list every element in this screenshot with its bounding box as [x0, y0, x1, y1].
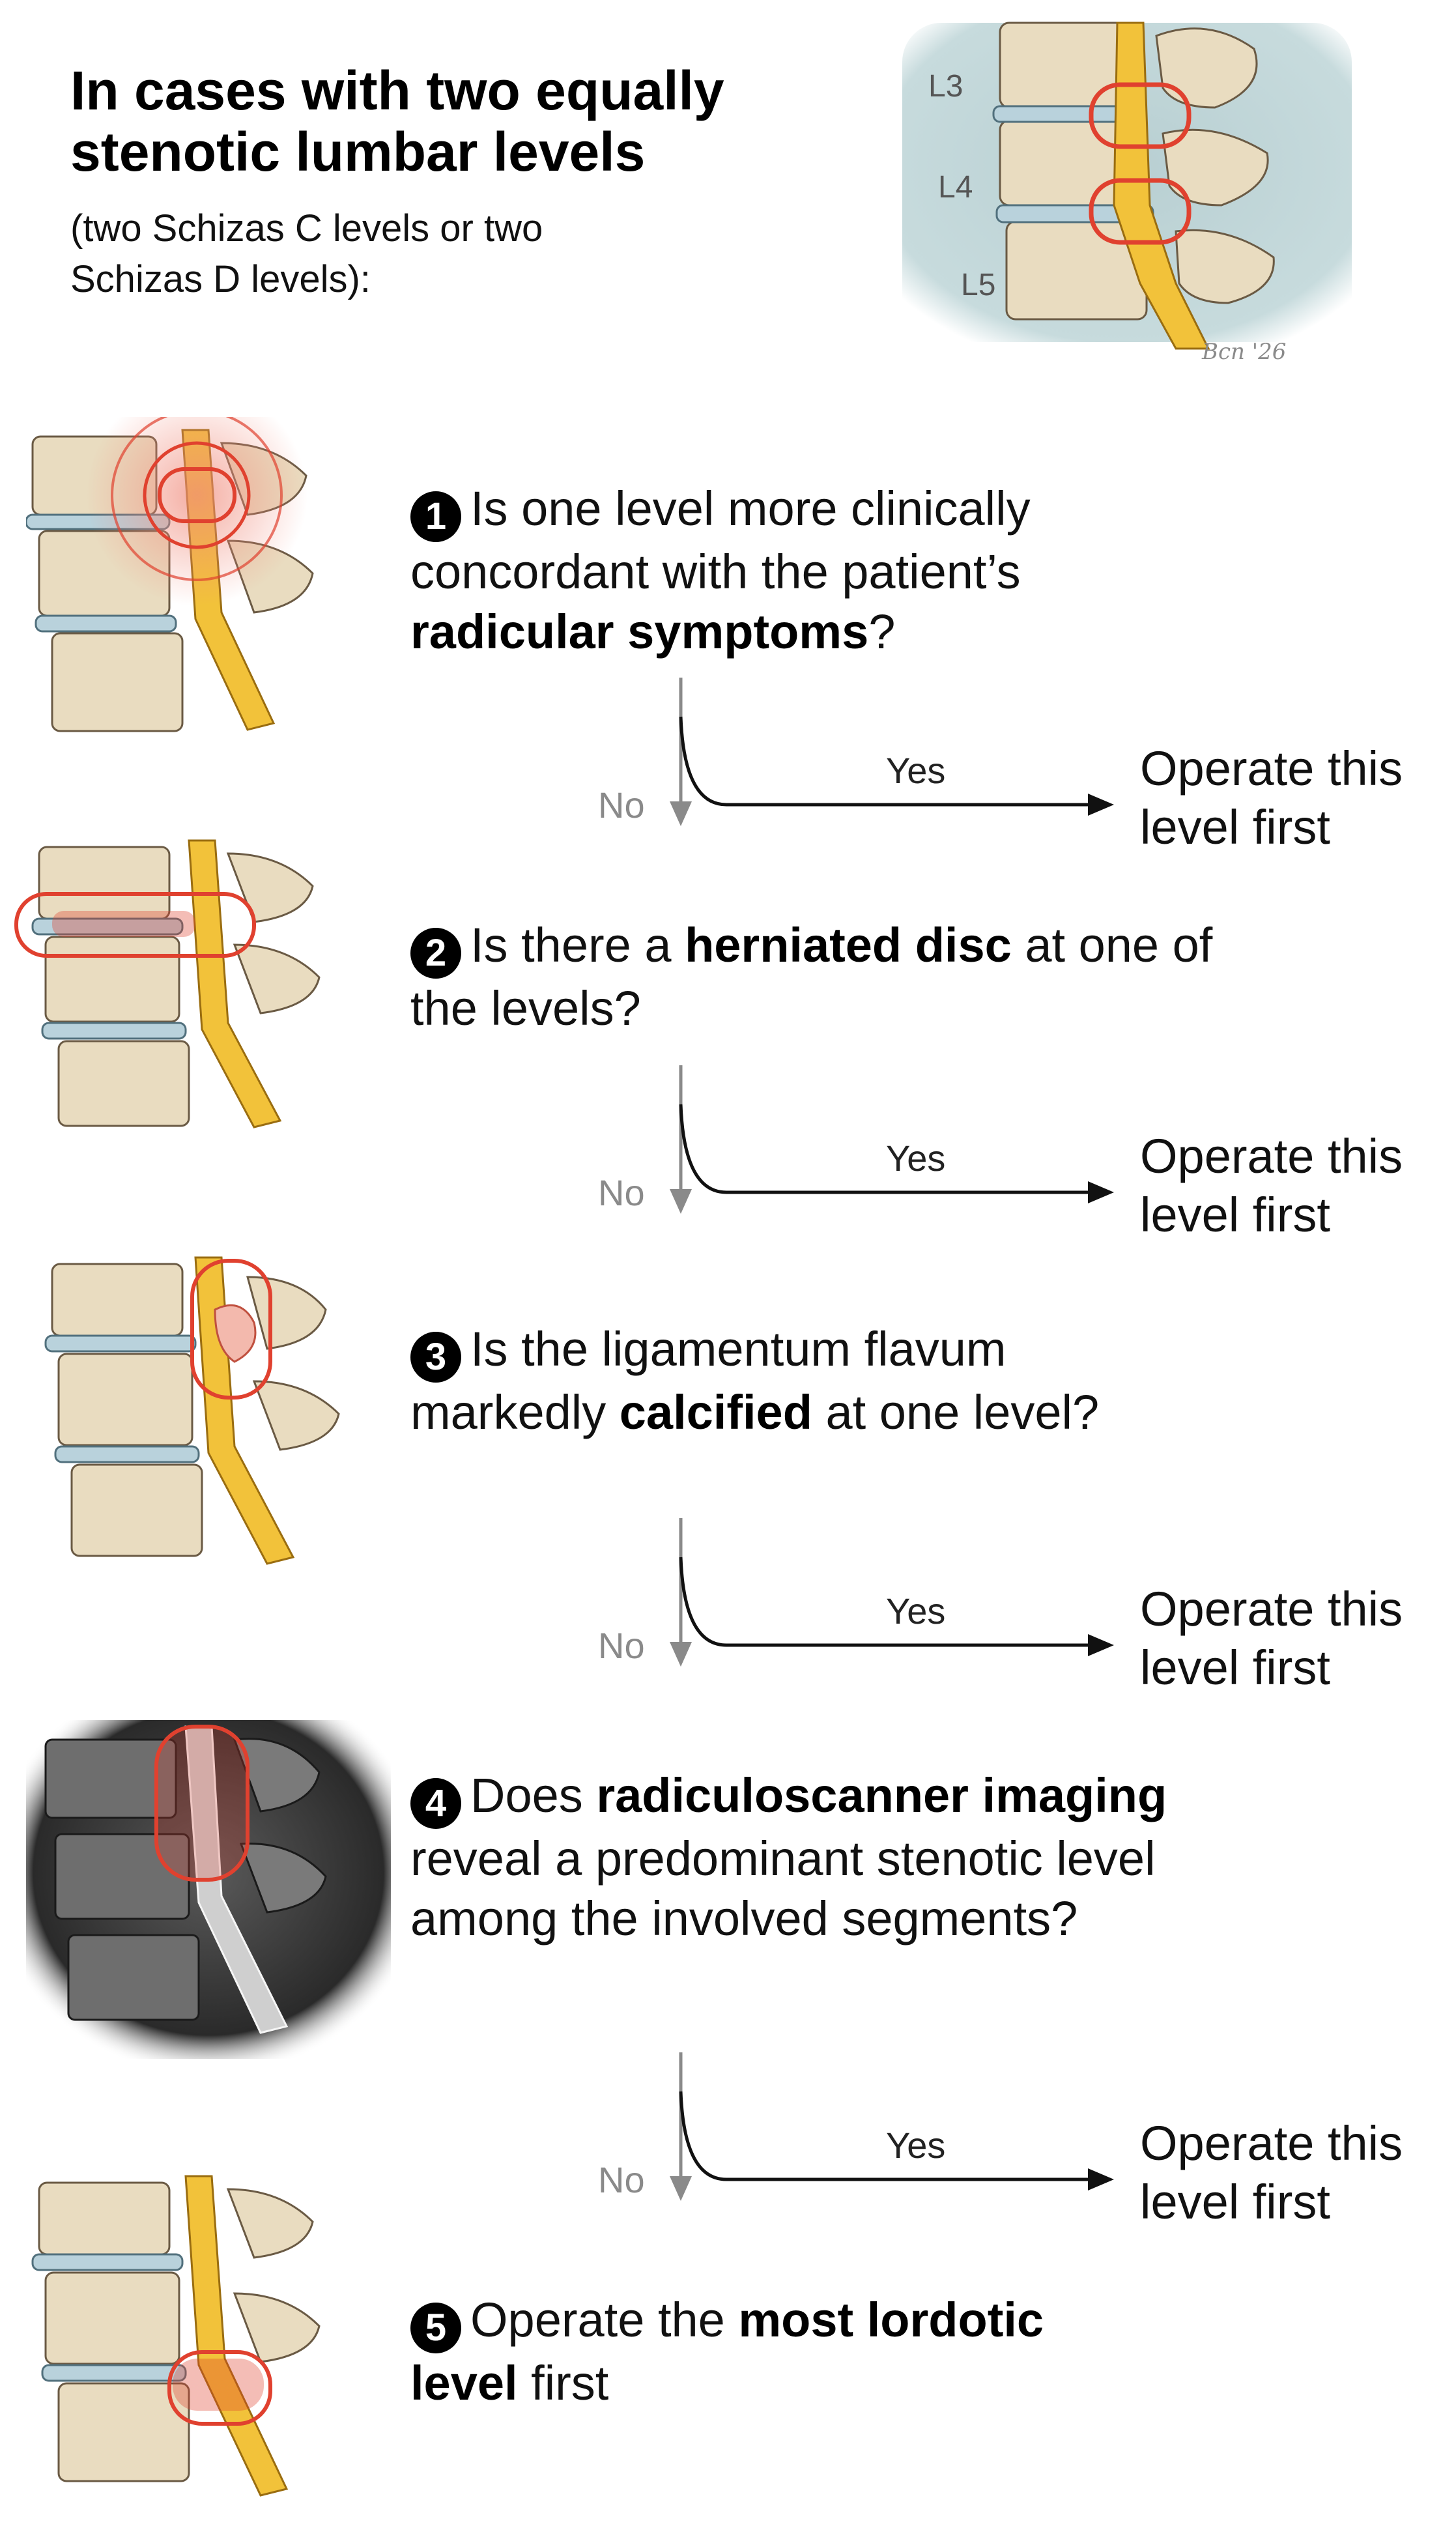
step-3-illustration: [33, 1251, 384, 1577]
no-label-2: No: [598, 1172, 645, 1213]
outcome-3: Operate this level first: [1140, 1582, 1403, 1695]
branch-4: Yes No Operate this level first: [586, 2052, 1433, 2261]
page-title: In cases with two equally stenotic lumba…: [70, 60, 724, 182]
step-number-3: 3: [410, 1332, 461, 1383]
level-label-l4: L4: [938, 170, 973, 205]
outcome-4: Operate this level first: [1140, 2116, 1403, 2229]
yes-label-4: Yes: [886, 2125, 946, 2166]
outcome-1: Operate this level first: [1140, 741, 1403, 854]
top-spine-illustration: L3 L4 L5 Bcn '26: [902, 10, 1352, 365]
no-label-1: No: [598, 784, 645, 826]
step-number-5: 5: [410, 2303, 461, 2353]
step-number-2: 2: [410, 928, 461, 979]
branch-2: Yes No Operate this level first: [586, 1065, 1433, 1274]
yes-label-2: Yes: [886, 1138, 946, 1179]
level-label-l3: L3: [928, 69, 964, 104]
branch-1: Yes No Operate this level first: [586, 678, 1433, 886]
branch-3: Yes No Operate this level first: [586, 1518, 1433, 1727]
no-label-3: No: [598, 1625, 645, 1666]
step-number-1: 1: [410, 491, 461, 542]
artist-signature: Bcn '26: [1202, 339, 1287, 365]
level-label-l5: L5: [961, 268, 996, 302]
step-5-illustration: [26, 2163, 378, 2515]
step-4-illustration: [26, 1701, 391, 2065]
step-1-illustration: [25, 384, 378, 769]
step-2-illustration: [13, 834, 365, 1140]
yes-label-3: Yes: [886, 1590, 946, 1631]
page-subtitle: (two Schizas C levels or two Schizas D l…: [70, 207, 543, 300]
step-number-4: 4: [410, 1778, 461, 1829]
yes-label-1: Yes: [886, 750, 946, 791]
no-label-4: No: [598, 2159, 645, 2200]
outcome-2: Operate this level first: [1140, 1129, 1403, 1242]
